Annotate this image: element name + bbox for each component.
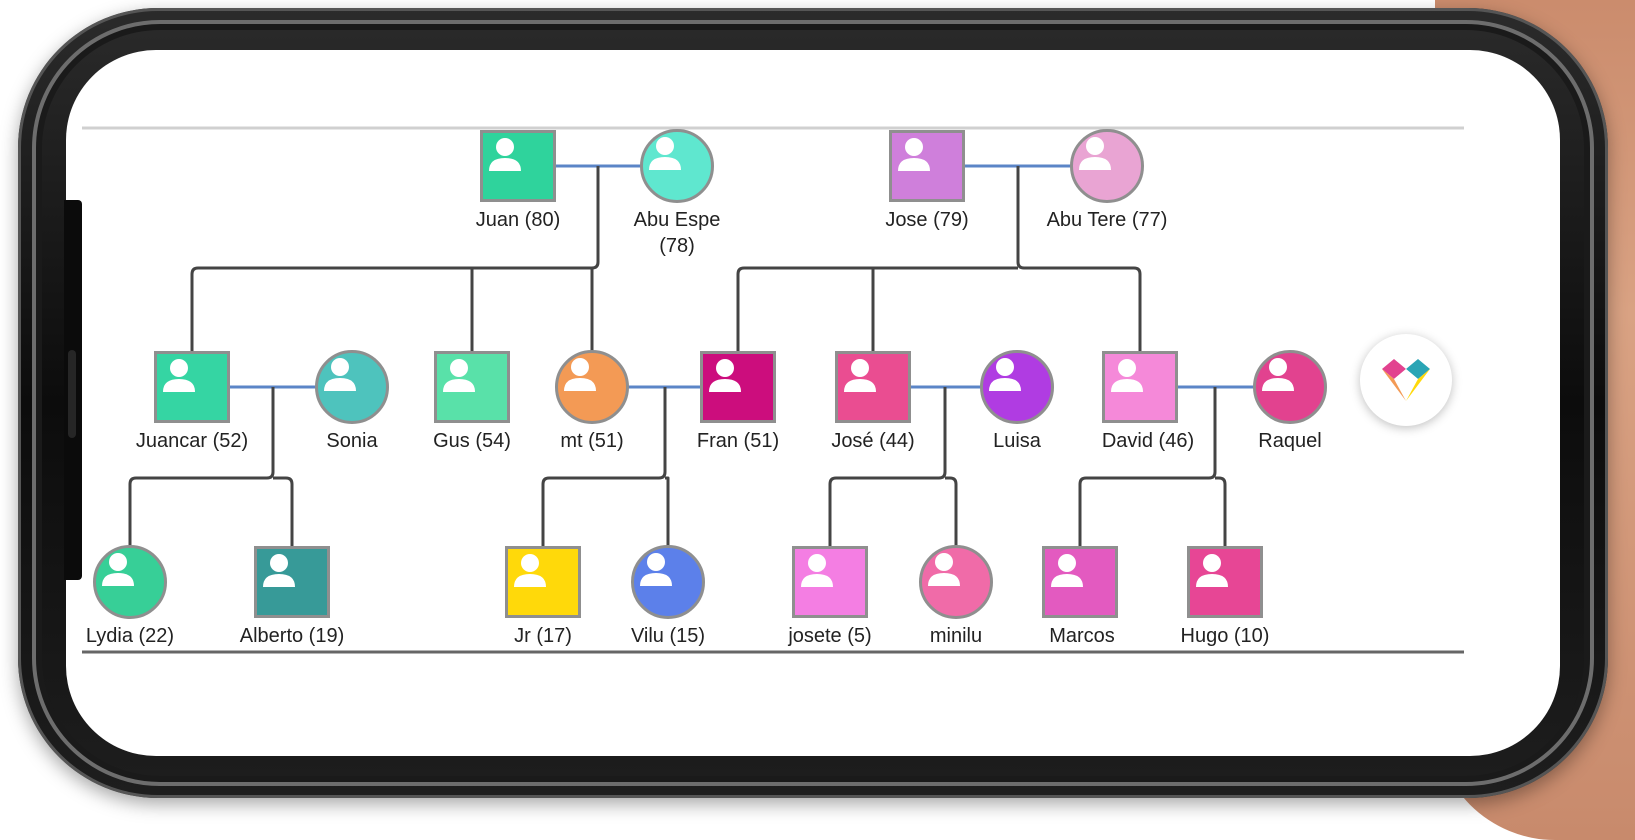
child-link bbox=[273, 476, 294, 546]
person-node-juancar[interactable] bbox=[154, 351, 230, 423]
person-icon bbox=[898, 138, 930, 171]
person-label: Marcos bbox=[1049, 625, 1115, 647]
child-link bbox=[1016, 166, 1142, 351]
child-link bbox=[1215, 476, 1227, 546]
child-link bbox=[128, 387, 275, 546]
person-icon bbox=[489, 138, 521, 171]
person-label: Luisa bbox=[993, 430, 1041, 452]
person-node-josete[interactable] bbox=[792, 546, 868, 618]
person-label: Juan (80) bbox=[475, 209, 561, 231]
person-node-jose2[interactable] bbox=[835, 351, 911, 423]
person-icon bbox=[801, 554, 833, 587]
child-link bbox=[828, 387, 947, 546]
child-link bbox=[1078, 387, 1217, 546]
person-icon bbox=[102, 553, 134, 586]
person-icon bbox=[1051, 554, 1083, 587]
person-icon bbox=[1196, 554, 1228, 587]
person-label: josete (5) bbox=[788, 625, 872, 647]
person-icon bbox=[324, 358, 356, 391]
person-node-mt[interactable] bbox=[555, 350, 629, 424]
person-icon bbox=[443, 359, 475, 392]
person-node-luisa[interactable] bbox=[980, 350, 1054, 424]
person-icon bbox=[1111, 359, 1143, 392]
phone-rim bbox=[32, 20, 1594, 786]
person-icon bbox=[263, 554, 295, 587]
person-node-vilu[interactable] bbox=[631, 545, 705, 619]
person-label-line2: (78) bbox=[659, 235, 695, 257]
person-node-alberto[interactable] bbox=[254, 546, 330, 618]
person-node-jr[interactable] bbox=[505, 546, 581, 618]
family-tree: Juan (80) Abu Espe (78) Jose (79) Abu Tere (… bbox=[82, 126, 1464, 654]
person-node-marcos[interactable] bbox=[1042, 546, 1118, 618]
person-icon bbox=[1079, 137, 1111, 170]
person-label: Abu Tere (77) bbox=[1046, 209, 1168, 231]
child-link bbox=[665, 476, 670, 546]
person-icon bbox=[1262, 358, 1294, 391]
person-icon bbox=[928, 553, 960, 586]
person-node-hugo[interactable] bbox=[1187, 546, 1263, 618]
person-label: Juancar (52) bbox=[135, 430, 249, 452]
app-logo-button[interactable] bbox=[1360, 334, 1452, 426]
person-node-juan[interactable] bbox=[480, 130, 556, 202]
person-icon bbox=[640, 553, 672, 586]
person-label: Gus (54) bbox=[433, 430, 511, 452]
person-icon bbox=[163, 359, 195, 392]
heart-logo-icon bbox=[1382, 359, 1430, 401]
child-link bbox=[945, 476, 958, 546]
person-node-david[interactable] bbox=[1102, 351, 1178, 423]
person-label: David (46) bbox=[1101, 430, 1195, 452]
phone-side-button bbox=[68, 350, 76, 438]
person-icon bbox=[564, 358, 596, 391]
person-label: Jose (79) bbox=[885, 209, 969, 231]
person-node-jose[interactable] bbox=[889, 130, 965, 202]
person-icon bbox=[649, 137, 681, 170]
person-icon bbox=[514, 554, 546, 587]
person-icon bbox=[844, 359, 876, 392]
person-node-sonia[interactable] bbox=[315, 350, 389, 424]
person-label: Hugo (10) bbox=[1180, 625, 1270, 647]
person-label: Lydia (22) bbox=[85, 625, 175, 647]
person-label: mt (51) bbox=[560, 430, 624, 452]
person-node-abu-espe[interactable] bbox=[640, 129, 714, 203]
tree-connectors bbox=[82, 126, 1464, 654]
person-label: Sonia bbox=[326, 430, 378, 452]
child-link bbox=[541, 387, 667, 546]
person-label: Raquel bbox=[1258, 430, 1322, 452]
person-node-minilu[interactable] bbox=[919, 545, 993, 619]
person-node-lydia[interactable] bbox=[93, 545, 167, 619]
person-label: José (44) bbox=[831, 430, 915, 452]
person-label: Fran (51) bbox=[696, 430, 780, 452]
person-label: Jr (17) bbox=[514, 625, 572, 647]
person-label: minilu bbox=[929, 625, 983, 647]
person-icon bbox=[709, 359, 741, 392]
person-node-gus[interactable] bbox=[434, 351, 510, 423]
person-label: Vilu (15) bbox=[630, 625, 706, 647]
person-label: Alberto (19) bbox=[239, 625, 345, 647]
person-node-raquel[interactable] bbox=[1253, 350, 1327, 424]
person-node-fran[interactable] bbox=[700, 351, 776, 423]
person-label: Abu Espe bbox=[633, 209, 721, 231]
person-icon bbox=[989, 358, 1021, 391]
child-link bbox=[736, 266, 1018, 351]
person-node-abu-tere[interactable] bbox=[1070, 129, 1144, 203]
child-link bbox=[190, 166, 600, 351]
